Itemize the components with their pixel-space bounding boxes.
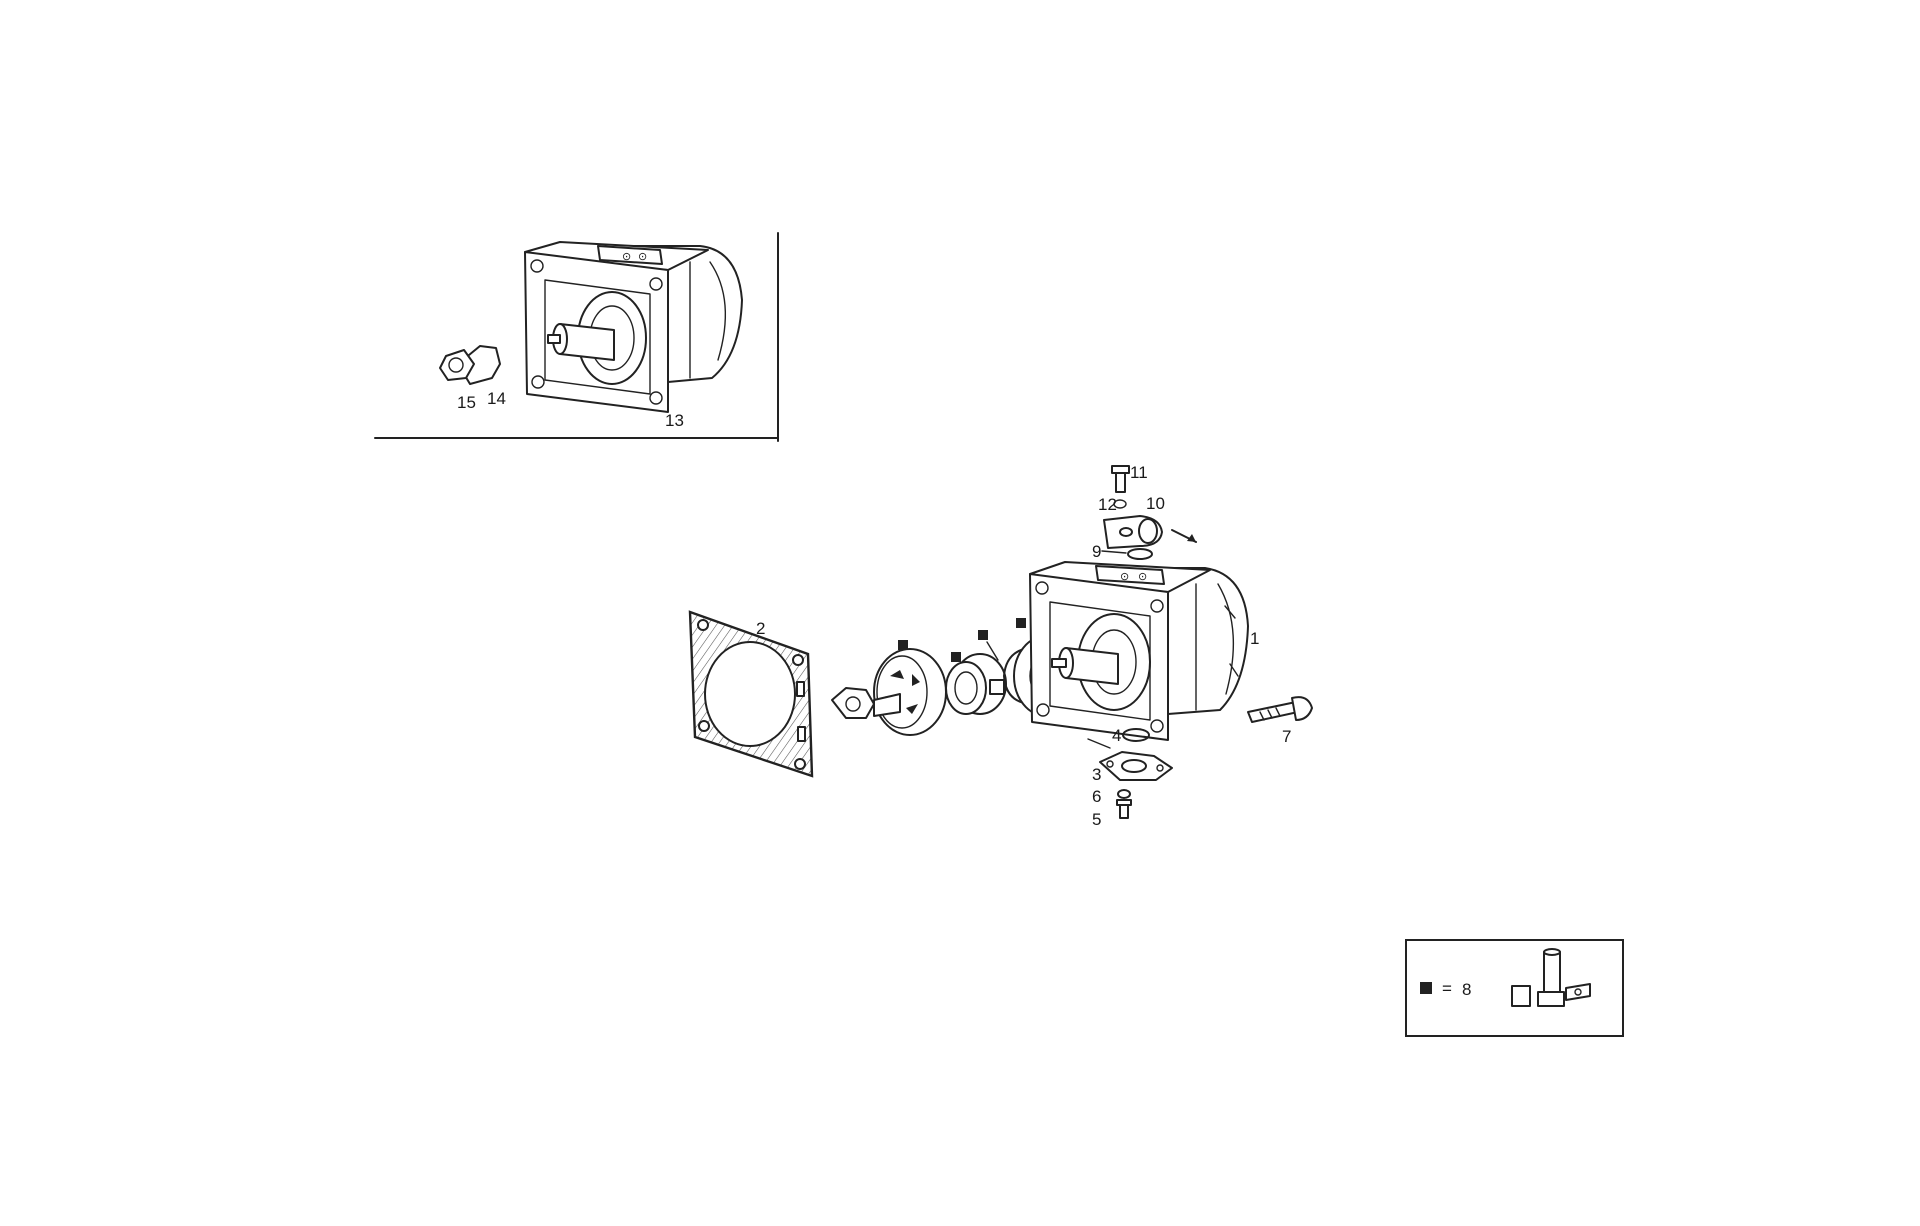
shaft-nut: [831, 687, 875, 719]
callout-12: 12: [1098, 495, 1117, 514]
shaft-sleeve: [945, 653, 1007, 715]
outlet-elbow-fitting: [1101, 465, 1197, 560]
gasket-plate: [688, 610, 814, 778]
callout-9: 9: [1092, 542, 1101, 561]
callout-1: 1: [1250, 629, 1259, 648]
inset-frame: [374, 232, 779, 442]
callout-2: 2: [756, 619, 765, 638]
foot-bracket: [1087, 728, 1173, 819]
callout-15: 15: [457, 393, 476, 412]
inset-nut-and-washer: [439, 345, 501, 385]
drain-bolt: [1247, 696, 1313, 723]
callout-10: 10: [1146, 494, 1165, 513]
callout-3: 3: [1092, 765, 1101, 784]
impeller: [873, 648, 947, 736]
callout-7: 7: [1282, 727, 1291, 746]
legend-box: [1405, 939, 1624, 1037]
callout-11: 11: [1130, 463, 1148, 482]
svg-text:⊙: ⊙: [622, 251, 631, 263]
kit-markers: [898, 618, 1026, 662]
main-pump-housing: ⊙ ⊙: [1029, 561, 1249, 741]
callout-4: 4: [1112, 726, 1121, 745]
svg-text:⊙: ⊙: [638, 251, 647, 263]
callout-labels: 1 2 3 4 5 6 7 9 10 11 12 13 14 15: [457, 389, 1291, 829]
legend-kit-number: 8: [1462, 980, 1471, 999]
svg-text:⊙: ⊙: [1138, 571, 1147, 583]
callout-5: 5: [1092, 810, 1101, 829]
legend-equals-sign: =: [1442, 979, 1452, 998]
callout-6: 6: [1092, 787, 1101, 806]
svg-text:⊙: ⊙: [1120, 571, 1129, 583]
kit-contents-icon: [1511, 948, 1591, 1007]
callout-13: 13: [665, 411, 684, 430]
inset-pump-housing: ⊙ ⊙: [524, 241, 743, 413]
callout-14: 14: [487, 389, 506, 408]
